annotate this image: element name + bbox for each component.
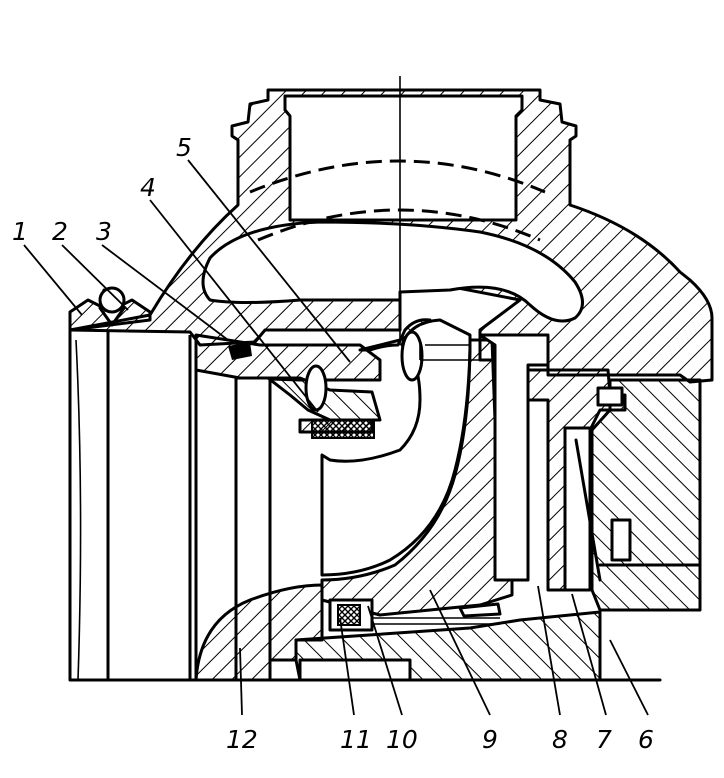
label-part-1: 1 bbox=[12, 217, 28, 246]
label-part-2: 2 bbox=[52, 217, 68, 246]
label-part-5: 5 bbox=[176, 133, 192, 162]
outer-ring bbox=[68, 286, 198, 681]
bottom-hub bbox=[194, 583, 602, 682]
label-part-10: 10 bbox=[386, 725, 418, 754]
seal-element-11 bbox=[337, 604, 361, 626]
label-part-9: 9 bbox=[482, 725, 498, 754]
label-part-11: 11 bbox=[340, 725, 372, 754]
weld-mark bbox=[228, 342, 252, 360]
leader-lines bbox=[23, 159, 649, 716]
volute-casing bbox=[68, 88, 714, 384]
o-ring-seal bbox=[98, 286, 126, 314]
label-part-8: 8 bbox=[552, 725, 568, 754]
blade-tip bbox=[400, 330, 424, 382]
impeller-front bbox=[266, 364, 382, 439]
label-part-3: 3 bbox=[96, 217, 112, 246]
diffuser-casing bbox=[478, 333, 702, 612]
wear-ring bbox=[311, 419, 375, 439]
label-part-7: 7 bbox=[596, 725, 612, 754]
label-part-6: 6 bbox=[638, 725, 654, 754]
seal-lip-left bbox=[304, 364, 328, 412]
label-part-12: 12 bbox=[226, 725, 258, 754]
label-part-4: 4 bbox=[140, 173, 156, 202]
